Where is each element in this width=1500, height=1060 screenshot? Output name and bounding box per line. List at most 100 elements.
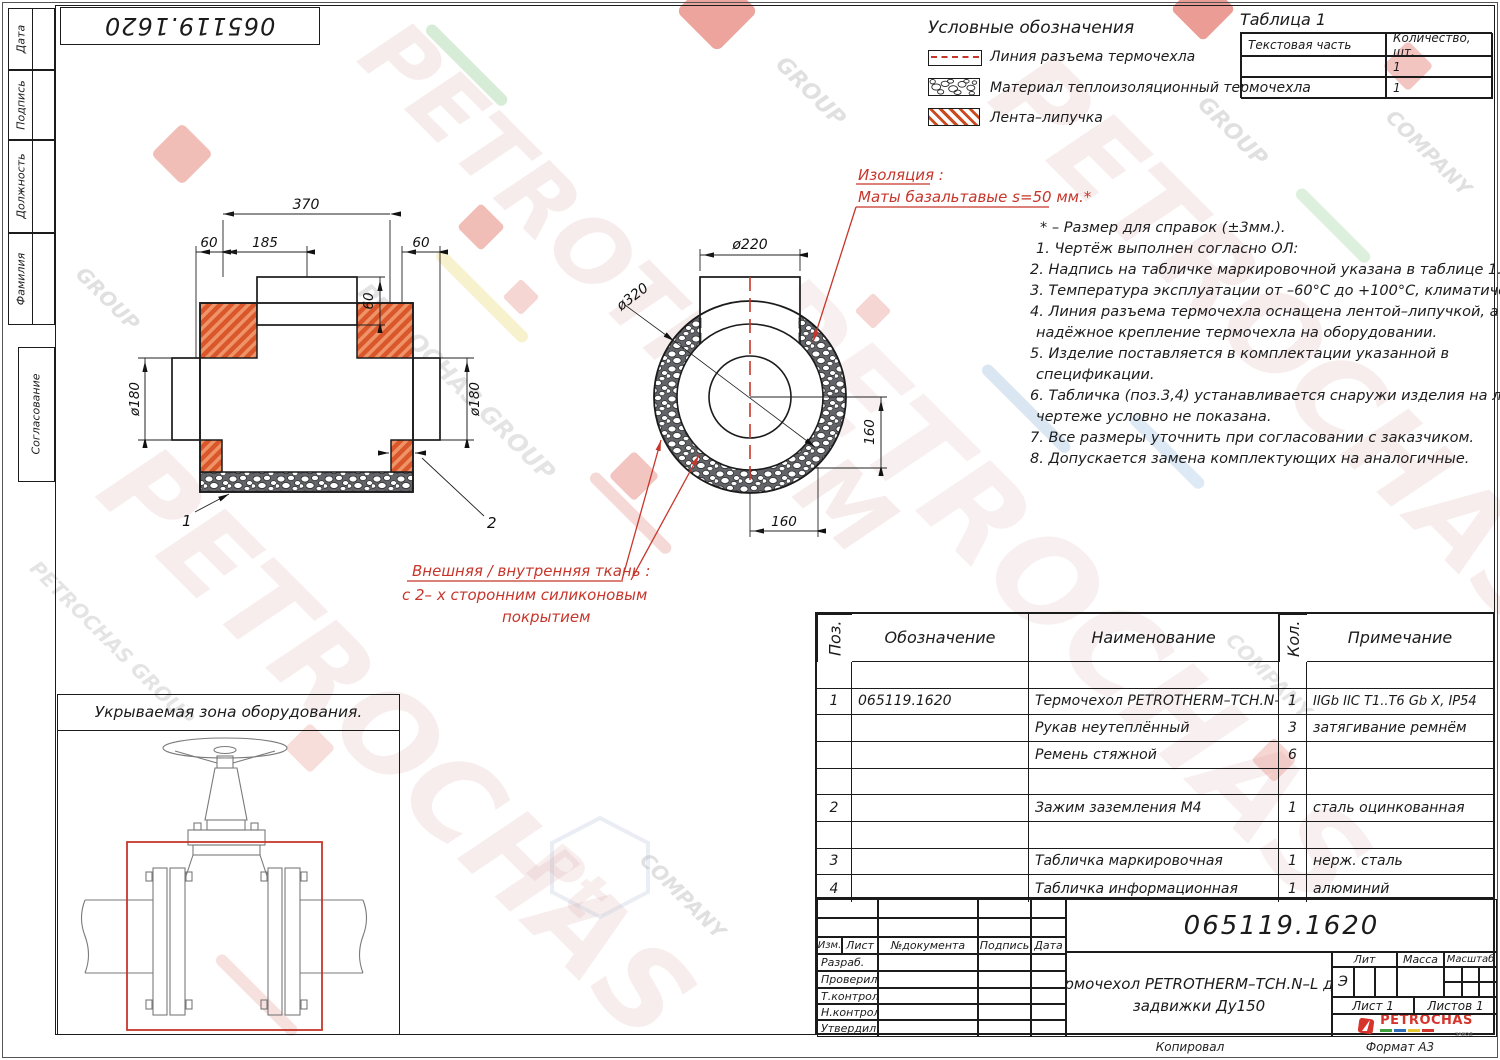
legend-swatch-velcro — [928, 108, 980, 126]
spec-cell — [1279, 662, 1307, 689]
spec-cell — [1307, 822, 1493, 849]
tb-lit-label: Лит — [1332, 952, 1397, 967]
spec-cell: 1 — [1279, 848, 1307, 876]
legend-swatch-split-line — [928, 50, 982, 66]
petrochas-logo-icon — [1358, 1017, 1375, 1034]
table-1-header-text: Текстовая часть — [1241, 33, 1386, 56]
tb-col-list: Лист — [842, 937, 878, 954]
table-1-cell: 1 — [1386, 56, 1493, 77]
spec-cell: 3 — [1279, 715, 1307, 742]
legend-swatch-insulation — [928, 78, 980, 96]
footer-copied: Копировал — [1155, 1040, 1225, 1054]
spec-cell: 1 — [1279, 688, 1307, 716]
dim-d180-left: ø180 — [127, 382, 143, 417]
spec-cell: Зажим заземления М4 — [1029, 795, 1279, 822]
table-1-cell — [1241, 56, 1386, 77]
spec-cell: сталь оцинкованная — [1307, 795, 1493, 822]
table-1-header-qty: Количество, шт. — [1386, 31, 1493, 59]
equipment-zone-title: Укрываемая зона оборудования. — [94, 703, 363, 721]
spec-cell — [817, 715, 852, 742]
note-line: 1. Чертёж выполнен согласно ОЛ: — [1036, 241, 1299, 257]
equipment-zone-box — [57, 694, 400, 1035]
petrochas-logo-text: PETROCHAS — [1380, 1014, 1473, 1029]
equipment-zone-title-strip: Укрываемая зона оборудования. — [57, 694, 400, 731]
stamp-label-position: Должность — [14, 153, 28, 219]
spec-table: Поз. Обозначение Наименование Кол. Приме… — [815, 612, 1495, 902]
spec-cell: Ремень стяжной — [1029, 741, 1279, 769]
spec-cell — [817, 768, 852, 796]
spec-cell: 065119.1620 — [852, 688, 1029, 716]
dim-d320: ø320 — [613, 280, 652, 315]
spec-cell — [852, 741, 1029, 769]
legend-item-split-line: Линия разъема термочехла — [990, 49, 1196, 65]
petrochas-logo-subtext: ЗАВОД — [1454, 1031, 1473, 1037]
legend-title: Условные обозначения — [928, 18, 1135, 38]
footer-format: Формат А3 — [1365, 1040, 1435, 1054]
front-view-drawing: 370 60 185 60 60 ø180 ø180 1 2 — [127, 197, 497, 532]
spec-cell: IIGb IIC T1..T6 Gb X, IP54 — [1307, 689, 1493, 716]
fabric-note-line2: с 2– х сторонним силиконовым — [402, 586, 648, 604]
spec-cell: 1 — [1279, 875, 1307, 902]
insulation-note-line2: Маты базальтавые s=50 мм.* — [858, 188, 1092, 206]
tb-row-utverdil: Утвердил — [817, 1020, 878, 1037]
dim-370: 370 — [293, 197, 320, 213]
valve-drawing — [80, 737, 368, 1016]
drawing-frame — [55, 5, 1495, 1035]
spec-cell — [1307, 662, 1493, 689]
spec-cell: Рукав неутеплённый — [1029, 715, 1279, 742]
tb-sheet: Лист 1 — [1332, 997, 1414, 1014]
dim-185: 185 — [252, 235, 278, 251]
stamp-label-approval: Согласование — [29, 373, 43, 455]
spec-cell: 2 — [817, 795, 852, 822]
note-line: 7. Все размеры уточнить при согласовании… — [1030, 430, 1475, 446]
tb-scale-label: Масштаб — [1444, 952, 1497, 967]
petrochas-logo: PETROCHAS ЗАВОД — [1356, 1014, 1473, 1037]
hexagon-watermark — [550, 815, 650, 920]
spec-cell: Табличка маркировочная — [1029, 848, 1279, 876]
spec-cell — [1307, 769, 1493, 796]
spec-cell: 1 — [817, 688, 852, 716]
spec-cell — [1279, 768, 1307, 796]
tb-col-izm: Изм. — [817, 937, 842, 954]
spec-cell — [852, 768, 1029, 796]
dim-160-horiz: 160 — [771, 514, 797, 530]
tb-row-razrab: Разраб. — [817, 954, 878, 971]
spec-cell — [1029, 821, 1279, 849]
spec-header-note: Примечание — [1307, 614, 1493, 662]
note-line: 6. Табличка (поз.3,4) устанавливается сн… — [1030, 388, 1500, 404]
note-line: 8. Допускается замена комплектующих на а… — [1030, 451, 1470, 467]
note-line: 2. Надпись на табличке маркировочной ука… — [1030, 262, 1500, 278]
doc-number-top: 065119.1620 — [60, 7, 320, 45]
tb-row-nkontrol: Н.контроль — [817, 1004, 878, 1020]
spec-cell — [817, 821, 852, 849]
spec-cell: Табличка информационная — [1029, 875, 1279, 902]
leader-number-2: 2 — [487, 514, 497, 532]
spec-cell — [1307, 742, 1493, 769]
spec-cell: 1 — [1279, 795, 1307, 822]
petrochas-logo-bars — [1380, 1029, 1473, 1032]
note-line: 5. Изделие поставляется в комплектации у… — [1030, 346, 1450, 362]
spec-cell — [1029, 662, 1279, 689]
spec-cell — [852, 848, 1029, 876]
table-1-cell — [1241, 77, 1386, 99]
spec-cell: 6 — [1279, 741, 1307, 769]
spec-cell — [817, 741, 852, 769]
note-line: спецификации. — [1036, 367, 1155, 383]
dim-60-vert: 60 — [361, 292, 377, 309]
doc-number-top-text: 065119.1620 — [104, 12, 276, 40]
tb-title-line1: Термочехол PETROTHERM–TCH.N–L для — [1066, 974, 1331, 993]
tb-doc-number: 065119.1620 — [1066, 899, 1497, 952]
spec-cell — [852, 821, 1029, 849]
leader-number-1: 1 — [182, 512, 192, 530]
table-1-cell: 1 — [1386, 77, 1493, 99]
note-line: надёжное крепление термочехла на оборудо… — [1036, 325, 1438, 341]
spec-cell — [1029, 768, 1279, 796]
spec-cell — [852, 795, 1029, 822]
note-line: 3. Температура эксплуатации от –60°С до … — [1030, 283, 1500, 299]
fabric-note-line1: Внешняя / внутренняя ткань : — [412, 562, 651, 580]
spec-header-name: Наименование — [1029, 614, 1279, 662]
stamp-label-surname: Фамилия — [14, 252, 28, 306]
spec-header-pos: Поз. — [817, 614, 852, 662]
